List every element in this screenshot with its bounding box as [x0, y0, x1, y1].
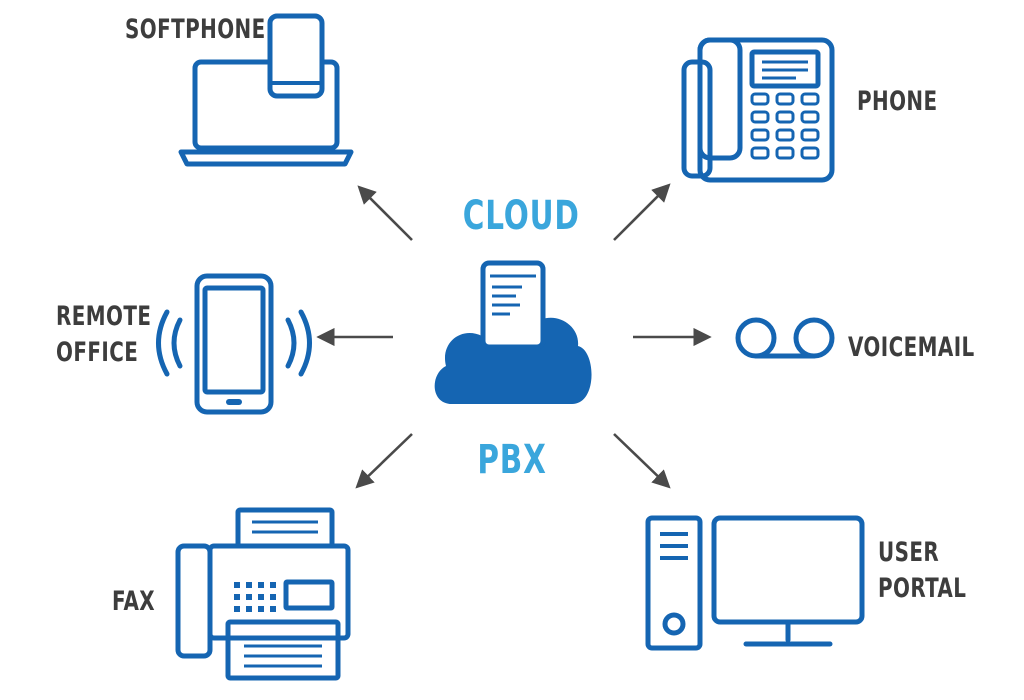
laptop-phone-icon [178, 13, 354, 167]
remote-office-label-line2: OFFICE [56, 337, 139, 368]
arrow-to-fax [355, 433, 413, 489]
fax-label: FAX [112, 586, 156, 617]
pbx-label: PBX [477, 437, 547, 483]
user-portal-label-line2: PORTAL [878, 573, 967, 604]
fax-machine-icon [175, 507, 351, 681]
desktop-computer-icon [645, 515, 865, 651]
mobile-phone-icon [156, 273, 312, 415]
arrow-to-user-portal [613, 433, 671, 489]
arrow-to-softphone [357, 185, 413, 241]
cloud-server-icon [434, 260, 592, 404]
cloud-label: CLOUD [462, 193, 580, 239]
voicemail-icon [735, 317, 835, 359]
arrow-to-phone [613, 183, 671, 241]
desk-phone-icon [681, 37, 835, 183]
voicemail-label: VOICEMAIL [848, 332, 975, 363]
user-portal-label-line1: USER [878, 537, 940, 568]
remote-office-label-line1: REMOTE [56, 301, 152, 332]
softphone-label: SOFTPHONE [125, 14, 266, 45]
phone-label: PHONE [857, 86, 938, 117]
connector-arrows [316, 183, 712, 489]
